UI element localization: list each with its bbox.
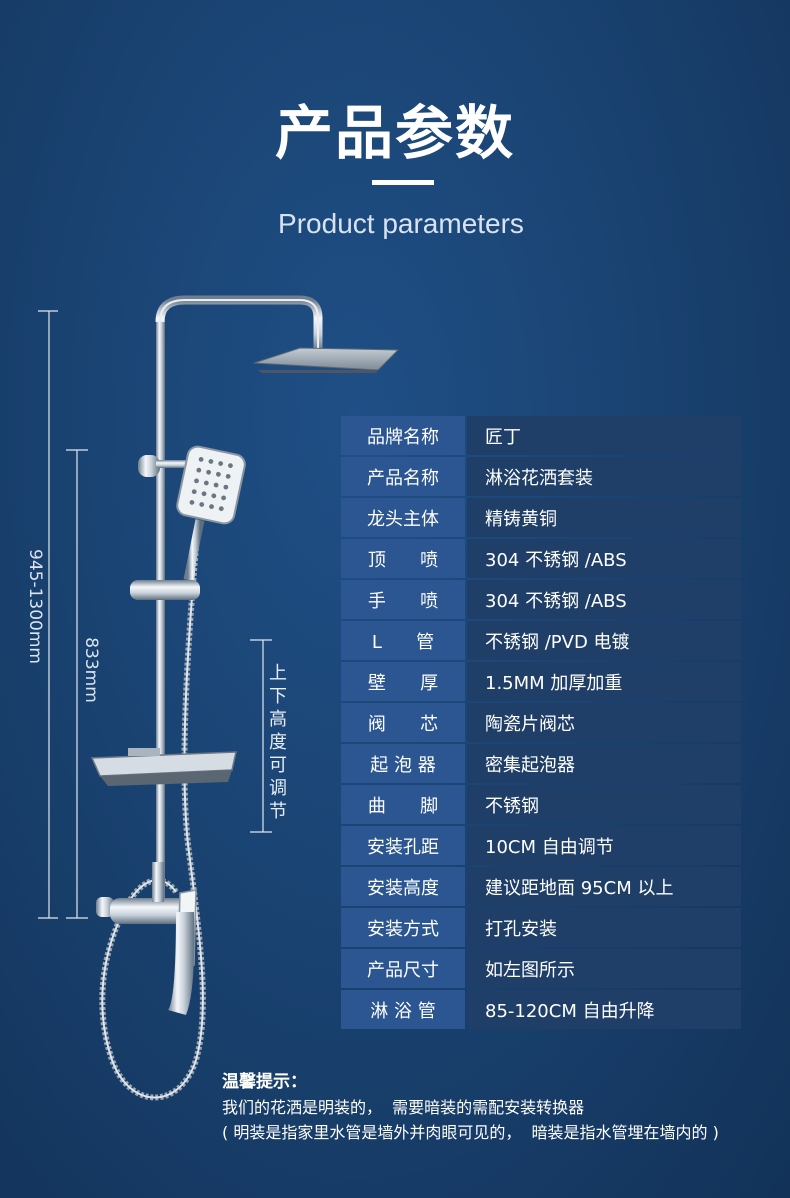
spec-row: 安装高度 建议距地面 95CM 以上 (341, 867, 741, 906)
spec-row: 手 喷 304 不锈钢 /ABS (341, 580, 741, 619)
spec-label: L 管 (341, 621, 465, 660)
tips-line: 我们的花洒是明装的， 需要暗装的需配安装转换器 (222, 1098, 585, 1117)
tips-heading: 温馨提示： (222, 1072, 307, 1092)
spec-label: 产品名称 (341, 457, 465, 496)
spec-label: 曲 脚 (341, 785, 465, 824)
spec-row: 产品名称 淋浴花洒套装 (341, 457, 741, 496)
page-title: 产品参数 (274, 99, 515, 167)
spec-value: 不锈钢 (467, 785, 741, 824)
spec-value: 如左图所示 (467, 949, 741, 988)
spec-value: 打孔安装 (467, 908, 741, 947)
spec-value: 陶瓷片阀芯 (467, 703, 741, 742)
slider-holder (130, 580, 200, 600)
riser-pipe (156, 318, 165, 898)
spec-value: 密集起泡器 (467, 744, 741, 783)
mixer-valve (96, 862, 197, 1015)
adjust-height-note: 上 下 高 度 可 调 节 (269, 663, 287, 822)
dimension-bar-height (66, 449, 88, 919)
tips-line: ( 明装是指家里水管是墙外并肉眼可见的， 暗装是指水管埋在墙内的 ) (222, 1123, 719, 1142)
spec-row: 淋 浴 管 85-120CM 自由升降 (341, 990, 741, 1029)
spec-value: 304 不锈钢 /ABS (467, 539, 741, 578)
dimension-bar-label: 833mm (81, 637, 101, 703)
spec-row: 起 泡 器 密集起泡器 (341, 744, 741, 783)
spec-label: 淋 浴 管 (341, 990, 465, 1029)
spec-value: 1.5MM 加厚加重 (467, 662, 741, 701)
page-subtitle: Product parameters (278, 208, 524, 239)
spec-value: 85-120CM 自由升降 (467, 990, 741, 1029)
spec-value: 不锈钢 /PVD 电镀 (467, 621, 741, 660)
spec-label: 安装高度 (341, 867, 465, 906)
shower-hose (99, 547, 206, 1101)
shelf (90, 748, 237, 786)
spec-row: L 管 不锈钢 /PVD 电镀 (341, 621, 741, 660)
spec-label: 安装方式 (341, 908, 465, 947)
warm-tips: 温馨提示： 我们的花洒是明装的， 需要暗装的需配安装转换器 ( 明装是指家里水管… (222, 1070, 719, 1145)
spec-value: 精铸黄铜 (467, 498, 741, 537)
spec-label: 壁 厚 (341, 662, 465, 701)
dimension-total-label: 945-1300mm (25, 549, 45, 664)
spec-row: 安装方式 打孔安装 (341, 908, 741, 947)
dimension-adjust-range (250, 639, 272, 833)
spec-value: 匠丁 (467, 416, 741, 455)
top-arm (155, 295, 323, 352)
spec-value: 建议距地面 95CM 以上 (467, 867, 741, 906)
spec-label: 起 泡 器 (341, 744, 465, 783)
spec-row: 壁 厚 1.5MM 加厚加重 (341, 662, 741, 701)
spec-row: 顶 喷 304 不锈钢 /ABS (341, 539, 741, 578)
spec-table: 品牌名称 匠丁 产品名称 淋浴花洒套装 龙头主体 精铸黄铜 顶 喷 304 不锈… (341, 416, 741, 1031)
spec-label: 手 喷 (341, 580, 465, 619)
spec-label: 产品尺寸 (341, 949, 465, 988)
dimension-total-height (38, 310, 58, 919)
spec-label: 龙头主体 (341, 498, 465, 537)
top-shower-head (253, 347, 400, 371)
spec-value: 304 不锈钢 /ABS (467, 580, 741, 619)
spec-label: 品牌名称 (341, 416, 465, 455)
spec-value: 10CM 自由调节 (467, 826, 741, 865)
wall-bracket (138, 455, 160, 477)
spec-label: 阀 芯 (341, 703, 465, 742)
spec-value: 淋浴花洒套装 (467, 457, 741, 496)
spec-label: 安装孔距 (341, 826, 465, 865)
title-divider (372, 180, 434, 185)
spec-row: 曲 脚 不锈钢 (341, 785, 741, 824)
spec-row: 阀 芯 陶瓷片阀芯 (341, 703, 741, 742)
spec-row: 产品尺寸 如左图所示 (341, 949, 741, 988)
spec-row: 安装孔距 10CM 自由调节 (341, 826, 741, 865)
spec-row: 龙头主体 精铸黄铜 (341, 498, 741, 537)
spec-row: 品牌名称 匠丁 (341, 416, 741, 455)
hand-shower (176, 445, 246, 581)
spec-label: 顶 喷 (341, 539, 465, 578)
